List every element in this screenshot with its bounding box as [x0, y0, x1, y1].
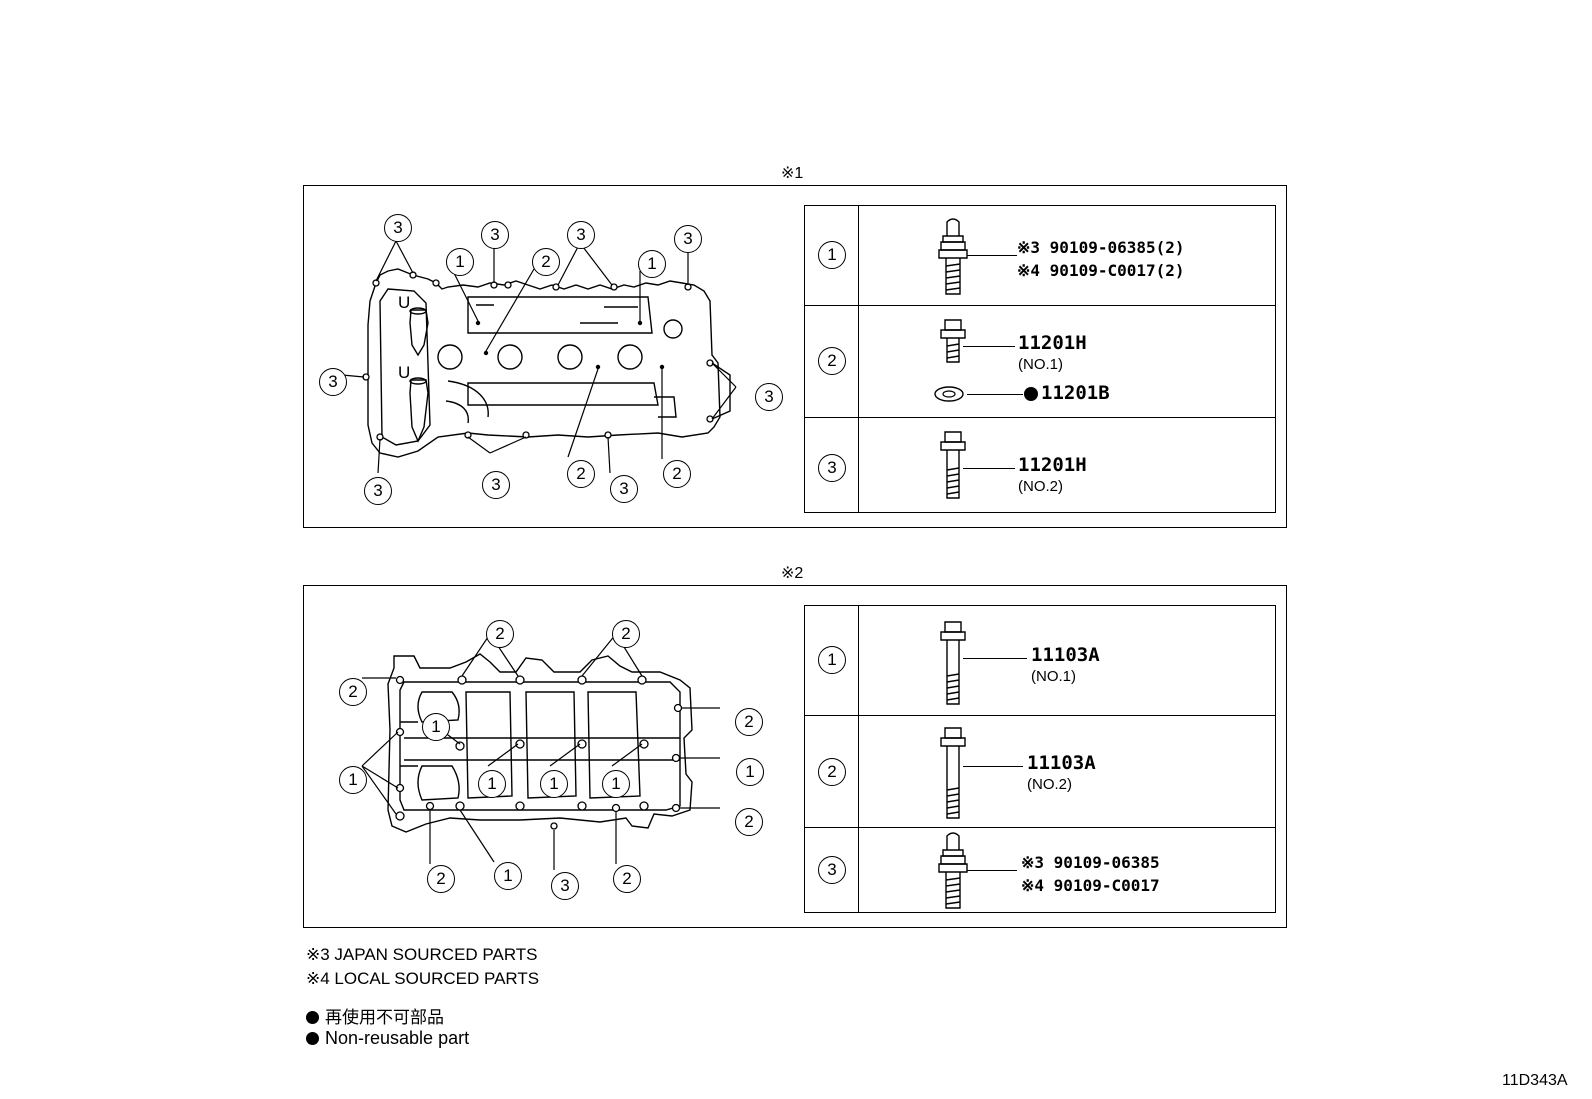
part-number: 11201H: [1018, 454, 1087, 476]
callout-2: 2: [612, 620, 640, 648]
callout-2: 2: [735, 808, 763, 836]
cam-housing-drawing: [361, 633, 720, 870]
callout-3: 3: [610, 475, 638, 503]
callout-2: 2: [339, 678, 367, 706]
part-number: 11103A: [1027, 752, 1096, 774]
callout-2: 2: [427, 865, 455, 893]
bolt-size: (NO.2): [1018, 478, 1063, 495]
bolt-size: (NO.2): [1027, 776, 1072, 793]
parts-row-3: 3 ※3 90109-06385 ※4 90109-C0017: [805, 828, 1275, 914]
callout-1: 1: [540, 770, 568, 798]
callout-3: 3: [482, 471, 510, 499]
bolt-icon: [940, 319, 966, 363]
note-japan-sourced: ※3 JAPAN SOURCED PARTS: [306, 945, 538, 964]
row-number: 1: [818, 241, 846, 269]
panel2-title: ※2: [781, 565, 804, 582]
callout-3: 3: [551, 872, 579, 900]
callout-3: 3: [364, 477, 392, 505]
note-local-sourced: ※4 LOCAL SOURCED PARTS: [306, 969, 540, 988]
japan-part-number: ※3 90109-06385(2): [1017, 238, 1185, 257]
callout-1: 1: [602, 770, 630, 798]
local-part-number: ※4 90109-C0017: [1021, 876, 1160, 895]
callout-1: 1: [339, 766, 367, 794]
callout-3: 3: [567, 221, 595, 249]
legend-non-reusable-jp: 再使用不可部品: [306, 1003, 444, 1028]
callout-1: 1: [638, 250, 666, 278]
callout-3: 3: [384, 214, 412, 242]
callout-2: 2: [532, 248, 560, 276]
bullet-dot-icon: [306, 1032, 319, 1045]
cylinder-head-cover-drawing: U U: [341, 240, 737, 474]
callout-1: 1: [422, 713, 450, 741]
callout-1: 1: [446, 248, 474, 276]
row-number: 3: [818, 454, 846, 482]
number-column: [805, 206, 859, 512]
callout-2: 2: [663, 460, 691, 488]
panel2-parts-table: 1 11103A (NO.1) 2 11103A (NO.2) 3: [804, 605, 1276, 913]
panel1-title: ※1: [781, 165, 804, 182]
bolt-size: (NO.1): [1018, 356, 1063, 373]
bolt-icon: [940, 621, 966, 705]
u-mark-b: U: [398, 363, 410, 382]
bolt-size: (NO.1): [1031, 668, 1076, 685]
panel1-parts-table: 1 ※3 90109-06385(2) ※4 90109-C0017(2) 2: [804, 205, 1276, 513]
bolt-icon: [940, 431, 966, 499]
number-column: [805, 606, 859, 912]
callout-2: 2: [735, 708, 763, 736]
local-part-number: ※4 90109-C0017(2): [1017, 261, 1185, 280]
washer-icon: [934, 386, 964, 402]
bullet-dot-icon: [306, 1011, 319, 1024]
part-number: 11201H: [1018, 332, 1087, 354]
callout-1: 1: [478, 770, 506, 798]
figure-id: 11D343A: [1502, 1072, 1568, 1089]
callout-3: 3: [319, 368, 347, 396]
u-mark-a: U: [398, 293, 410, 312]
non-reusable-dot-icon: [1024, 387, 1038, 401]
parts-row-1: 1 ※3 90109-06385(2) ※4 90109-C0017(2): [805, 206, 1275, 306]
callout-1: 1: [494, 862, 522, 890]
bolt-icon: [940, 727, 966, 819]
legend-non-reusable-en: Non-reusable part: [306, 1028, 469, 1049]
callout-3: 3: [481, 221, 509, 249]
callout-2: 2: [567, 460, 595, 488]
callout-2: 2: [613, 865, 641, 893]
parts-row-2: 2 11201H (NO.1) 11201B: [805, 306, 1275, 418]
row-number: 2: [818, 758, 846, 786]
callout-2: 2: [486, 620, 514, 648]
cover-outline: [367, 268, 721, 458]
callout-3: 3: [755, 383, 783, 411]
row-number: 2: [818, 347, 846, 375]
row-number: 1: [818, 646, 846, 674]
stud-bolt-icon: [938, 218, 968, 295]
japan-part-number: ※3 90109-06385: [1021, 853, 1160, 872]
parts-row-3: 3 11201H (NO.2): [805, 418, 1275, 514]
parts-row-2: 2 11103A (NO.2): [805, 716, 1275, 828]
parts-row-1: 1 11103A (NO.1): [805, 606, 1275, 716]
washer-part-number: 11201B: [1041, 382, 1110, 404]
panel-cylinder-head-cover: [303, 185, 1287, 528]
panel-cam-housing: [303, 585, 1287, 928]
part-number: 11103A: [1031, 644, 1100, 666]
row-number: 3: [818, 856, 846, 884]
callout-1: 1: [736, 758, 764, 786]
callout-3: 3: [674, 225, 702, 253]
stud-bolt-icon: [938, 832, 968, 909]
